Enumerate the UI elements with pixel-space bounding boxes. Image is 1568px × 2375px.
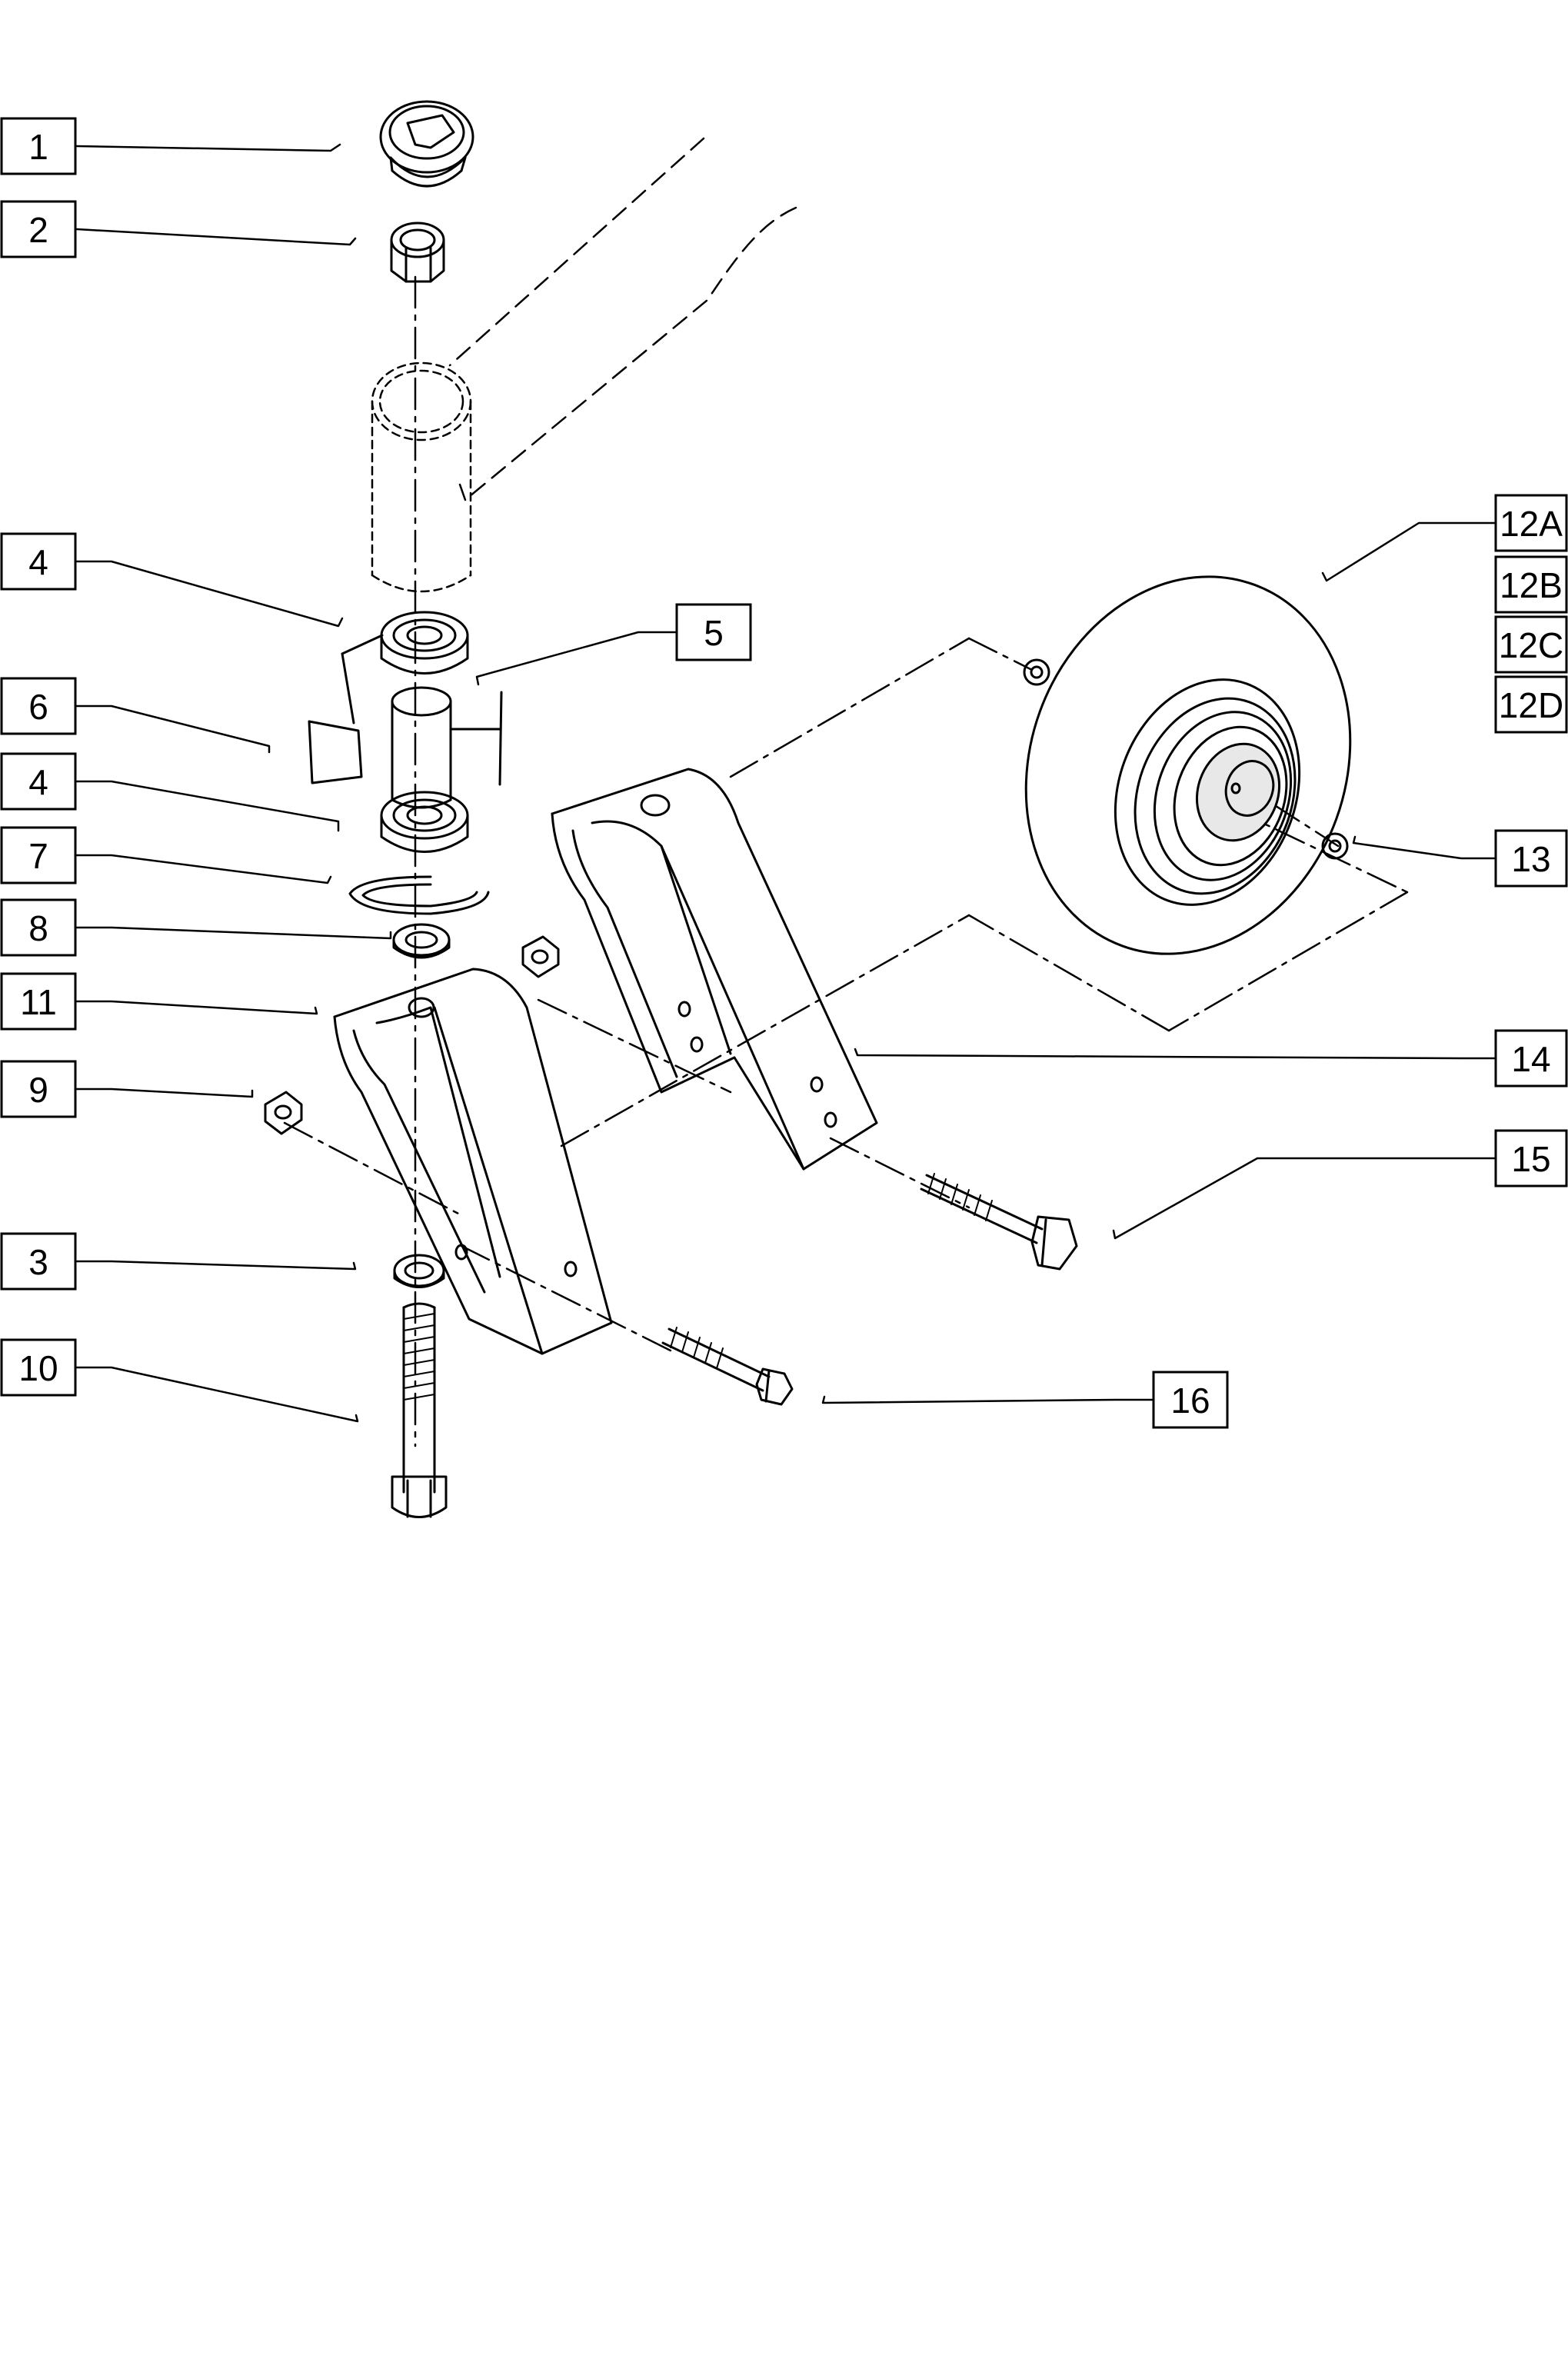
lower-washer-part <box>393 1254 445 1288</box>
leader-lines <box>75 143 1497 1423</box>
upper-bearing-part <box>380 611 469 675</box>
callout-1: 1 <box>0 117 77 175</box>
callout-boxes: 1 2 4 5 6 4 7 8 <box>0 117 1568 1429</box>
callout-label-14: 14 <box>1511 1039 1550 1079</box>
callout-3: 3 <box>0 1232 77 1291</box>
callout-16: 16 <box>1152 1371 1229 1429</box>
right-fork-leg-part <box>551 768 878 1171</box>
callout-label-10: 10 <box>18 1348 58 1388</box>
shim-part <box>308 720 363 784</box>
wheel-washer-left <box>1023 658 1050 686</box>
upper-axle-bolt-part <box>920 1173 1078 1271</box>
callout-15: 15 <box>1494 1129 1568 1188</box>
callout-12c: 12C <box>1494 615 1568 674</box>
pivot-bolt-part <box>391 1302 448 1518</box>
callout-label-3: 3 <box>28 1242 48 1282</box>
side-nut-right <box>521 935 560 978</box>
callout-9: 9 <box>0 1060 77 1118</box>
lower-axle-bolt-part <box>661 1327 794 1406</box>
spacer-part <box>341 634 503 809</box>
callout-7: 7 <box>0 826 77 884</box>
callout-label-8: 8 <box>28 908 48 948</box>
callout-10: 10 <box>0 1338 77 1397</box>
callout-label-7: 7 <box>28 836 48 876</box>
locknut-part <box>390 222 445 283</box>
callout-label-11: 11 <box>20 982 57 1022</box>
callout-label-4-upper: 4 <box>28 542 48 582</box>
callout-label-4-lower: 4 <box>28 762 48 802</box>
callout-label-12a: 12A <box>1500 504 1563 544</box>
callout-14: 14 <box>1494 1029 1568 1088</box>
callout-label-9: 9 <box>28 1070 48 1110</box>
callout-2: 2 <box>0 200 77 258</box>
wheel-part <box>1024 575 1352 955</box>
top-cap-part <box>379 100 474 188</box>
callout-label-12c: 12C <box>1499 625 1563 665</box>
callout-6: 6 <box>0 677 77 735</box>
callout-12a: 12A <box>1494 494 1568 552</box>
callout-label-13: 13 <box>1511 839 1550 879</box>
callout-5: 5 <box>675 603 752 661</box>
callout-12d: 12D <box>1494 675 1568 734</box>
frame-phantom-lines <box>448 137 797 501</box>
callout-label-16: 16 <box>1170 1381 1210 1421</box>
callout-label-6: 6 <box>28 687 48 727</box>
assembly-centerlines <box>283 275 1409 1447</box>
callout-8: 8 <box>0 898 77 957</box>
callout-label-15: 15 <box>1511 1139 1550 1179</box>
callout-label-5: 5 <box>704 613 724 653</box>
callout-4a: 4 <box>0 532 77 591</box>
callout-11: 11 <box>0 972 77 1031</box>
lower-bearing-part <box>380 791 469 853</box>
callout-label-2: 2 <box>28 210 48 250</box>
callout-label-12b: 12B <box>1500 565 1563 605</box>
callout-label-1: 1 <box>28 127 48 167</box>
frame-stem-tube <box>371 361 472 593</box>
callout-12b: 12B <box>1494 555 1568 614</box>
callout-4b: 4 <box>0 752 77 811</box>
retaining-ring-part <box>348 875 490 915</box>
washer-part <box>392 923 451 959</box>
wheel-washer-right <box>1321 832 1349 860</box>
callout-label-12d: 12D <box>1499 685 1563 725</box>
left-fork-leg-part <box>333 968 613 1355</box>
side-nut-left <box>264 1091 303 1135</box>
callout-13: 13 <box>1494 829 1568 888</box>
